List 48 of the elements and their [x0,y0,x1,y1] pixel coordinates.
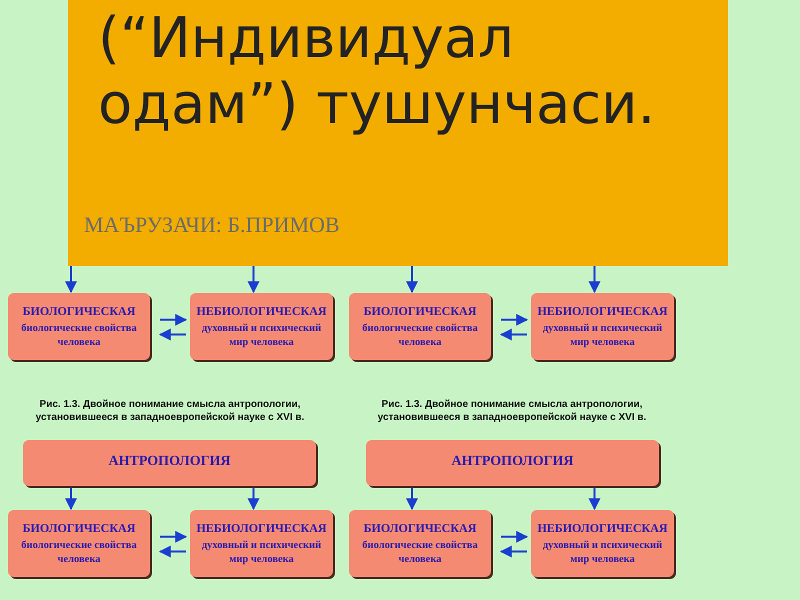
arrow [406,488,418,510]
box-text: духовный и психический мир человека [200,538,322,566]
process-box [190,510,333,577]
author-label: МАЪРУЗАЧИ: Б.ПРИМОВ [84,212,340,238]
arrow [500,546,527,558]
box-text: духовный и психический мир человека [542,538,664,566]
box-heading: НЕБИОЛОГИЧЕСКАЯ [537,304,668,319]
box-heading: БИОЛОГИЧЕСКАЯ [22,520,136,536]
box-heading: БИОЛОГИЧЕСКАЯ [364,304,476,319]
arrow [160,314,188,326]
arrow [158,546,186,558]
arrow [248,266,260,294]
box-heading: АНТРОПОЛОГИЯ [108,454,230,470]
process-box [531,510,674,577]
process-box [349,293,491,360]
arrow [158,328,186,341]
arrow [588,266,600,294]
arrow [501,530,528,543]
box-text: духовный и психический мир человека [542,322,664,350]
figure-caption: Рис. 1.3. Двойное понимание смысла антропологии, установившееся в западноевропейской науке с XVI в. [376,398,648,424]
box-heading: НЕБИОЛОГИЧЕСКАЯ [196,520,327,536]
box-text: биологические свойства человека [361,538,479,566]
figure-caption: Рис. 1.3. Двойное понимание смысла антропологии, установившееся в западноевропейской науке с XVI в. [34,398,306,424]
process-box [531,293,674,360]
box-heading: БИОЛОГИЧЕСКАЯ [22,304,136,319]
process-box [8,510,150,577]
box-text: биологические свойства человека [20,322,138,350]
box-heading: АНТРОПОЛОГИЯ [451,454,574,470]
arrow [500,328,527,341]
box-heading: НЕБИОЛОГИЧЕСКАЯ [196,304,327,319]
process-box [23,440,316,486]
process-box [8,293,150,360]
process-box [349,510,491,577]
process-box [366,440,659,486]
arrow [406,266,418,294]
arrow [501,314,528,326]
process-box [190,293,333,360]
box-text: духовный и психический мир человека [200,322,322,350]
arrow [588,488,600,510]
arrow [160,530,188,543]
arrow [248,488,260,510]
box-heading: БИОЛОГИЧЕСКАЯ [364,520,476,536]
box-text: биологические свойства человека [20,538,138,566]
box-text: биологические свойства человека [361,322,479,350]
title-text: (“Индивидуал одам”) тушунчаси. [98,6,656,138]
arrow [65,488,77,510]
arrow [65,266,77,294]
box-heading: НЕБИОЛОГИЧЕСКАЯ [537,520,668,536]
